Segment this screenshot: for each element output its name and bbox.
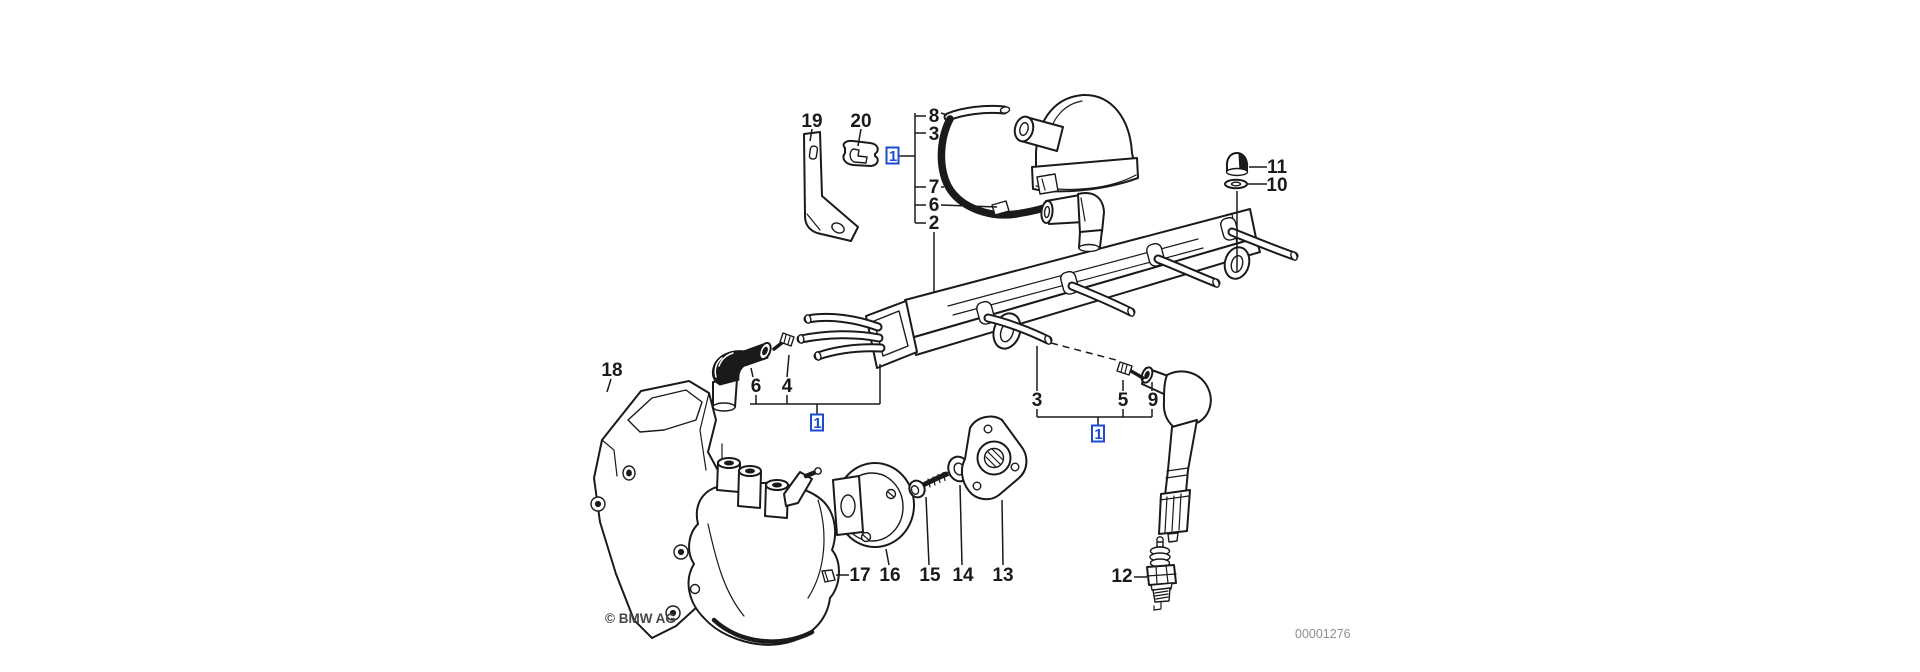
- callout-16[interactable]: 16: [879, 565, 900, 586]
- link-box-middle[interactable]: 1: [810, 413, 824, 433]
- callout-10[interactable]: 10: [1266, 175, 1287, 196]
- copyright-text: © BMW AG: [605, 611, 676, 626]
- link-box-right[interactable]: 1: [1091, 424, 1105, 444]
- leader-lines: [606, 112, 1267, 578]
- callout-labels: 19 20 8 3 7 6 2 11 10 18 6 4 3 5 9 17 16…: [601, 106, 1287, 587]
- callout-6-mid[interactable]: 6: [751, 376, 762, 397]
- callout-5[interactable]: 5: [1118, 390, 1129, 411]
- callout-13[interactable]: 13: [992, 565, 1013, 586]
- callout-14[interactable]: 14: [952, 565, 974, 586]
- distributor-cap-part: [1013, 93, 1139, 195]
- flange-group: [908, 415, 1028, 501]
- link-box-top-label[interactable]: 1: [889, 148, 897, 165]
- cable-duct-part: [796, 208, 1299, 369]
- duct-wires: [796, 227, 1299, 361]
- callout-4[interactable]: 4: [782, 376, 793, 397]
- adapter-flange-part-13: [960, 415, 1028, 501]
- callout-15[interactable]: 15: [919, 565, 941, 586]
- link-box-right-label[interactable]: 1: [1094, 426, 1102, 443]
- spark-plug-connector-part-9: [1140, 366, 1212, 543]
- callout-19[interactable]: 19: [801, 111, 822, 132]
- callout-9[interactable]: 9: [1148, 390, 1159, 411]
- screw-part-4: [772, 332, 795, 351]
- wire-end-sleeve: [991, 200, 1010, 216]
- ignition-wire-part: [937, 104, 1048, 219]
- distributor-body-part: [687, 457, 840, 646]
- rotor-part: [832, 462, 915, 548]
- callout-6-top[interactable]: 6: [929, 195, 940, 216]
- callout-18[interactable]: 18: [601, 360, 622, 381]
- link-box-middle-label[interactable]: 1: [813, 415, 821, 432]
- callout-3-top[interactable]: 3: [929, 124, 940, 145]
- plug-connector-part-6: [711, 341, 772, 461]
- callout-7[interactable]: 7: [929, 177, 940, 198]
- drawing-number: 00001276: [1295, 627, 1351, 641]
- callout-11[interactable]: 11: [1267, 157, 1288, 178]
- callout-8[interactable]: 8: [929, 106, 940, 127]
- bracket-part-19: [803, 131, 859, 242]
- coil-wire-connector-part: [1040, 192, 1105, 253]
- bolt-part-17: [821, 569, 836, 583]
- screw-part-15: [908, 471, 949, 499]
- screw-part-5: [1116, 361, 1145, 380]
- washer-part-10: [1224, 178, 1248, 190]
- callout-17[interactable]: 17: [849, 565, 870, 586]
- cap-clamp: [1036, 173, 1059, 195]
- clip-part-20: [842, 139, 879, 167]
- callout-12[interactable]: 12: [1111, 566, 1132, 587]
- callout-2[interactable]: 2: [929, 213, 940, 234]
- callout-20[interactable]: 20: [850, 111, 871, 132]
- callout-3-right[interactable]: 3: [1032, 390, 1043, 411]
- spark-plug-part: [1146, 536, 1177, 611]
- nut-part: [1225, 152, 1249, 177]
- link-box-top[interactable]: 1: [885, 146, 900, 166]
